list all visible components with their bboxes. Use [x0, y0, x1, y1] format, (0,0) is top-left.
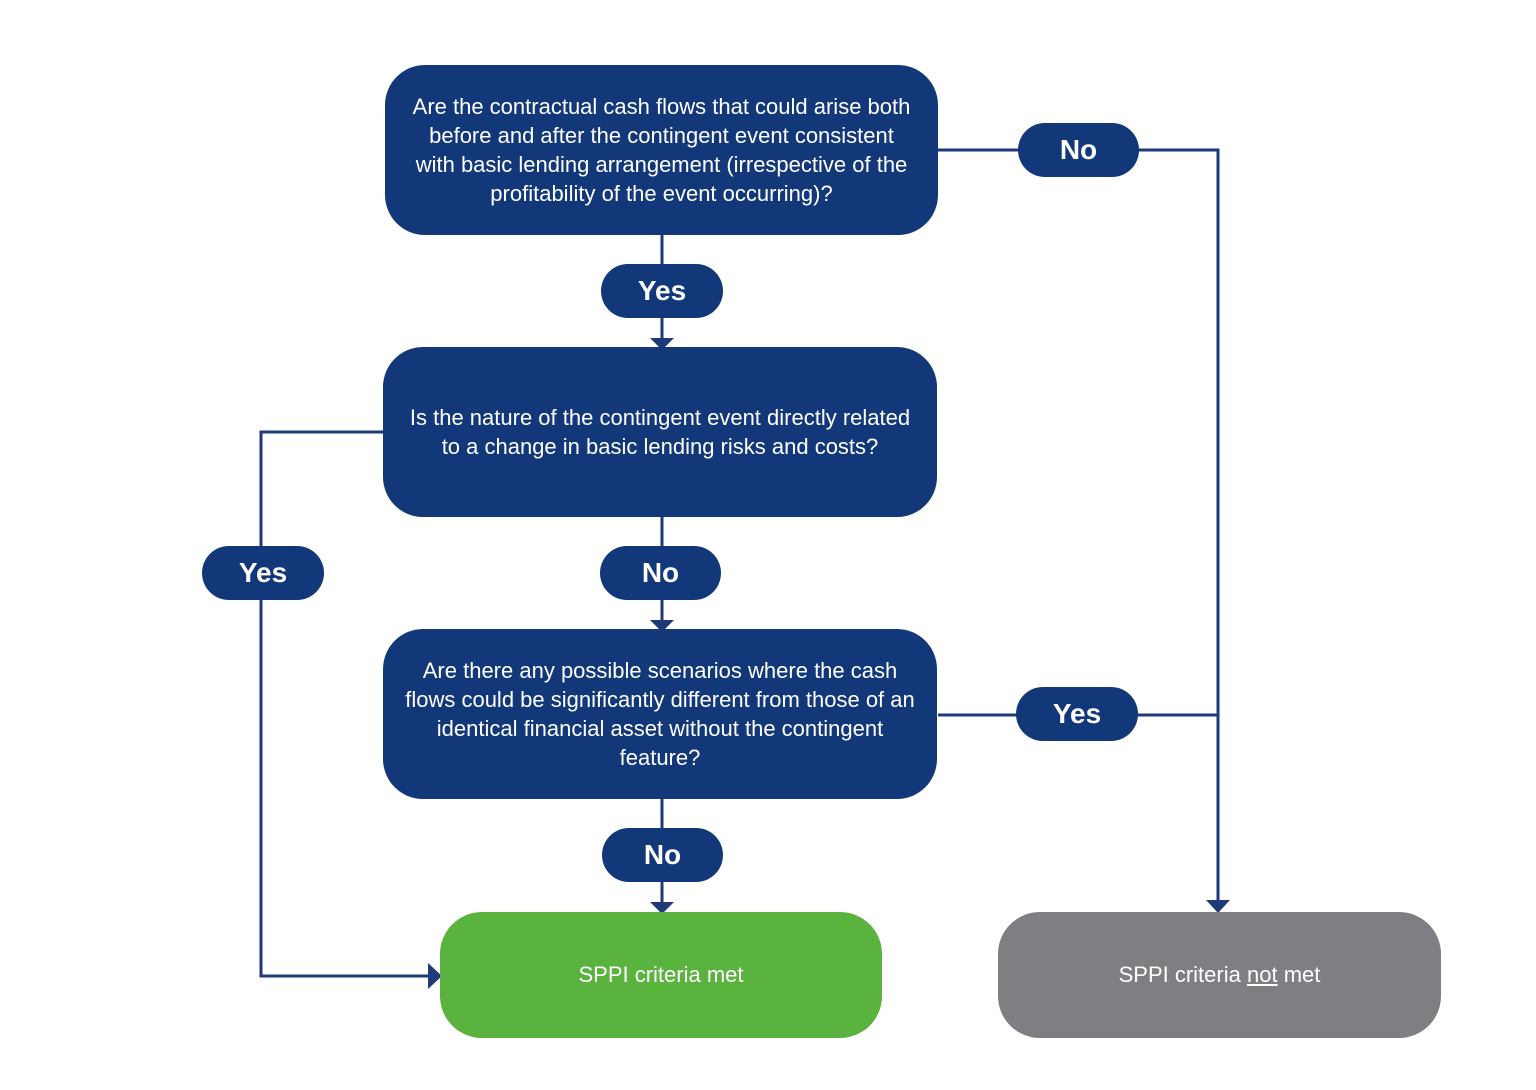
arrowhead-to-not-met [1206, 900, 1230, 913]
question-2-box: Is the nature of the contingent event di… [383, 347, 937, 517]
q3-no-label: No [602, 828, 723, 882]
outcome-criteria-met-text: SPPI criteria met [578, 962, 744, 987]
q3-yes-label: Yes [1016, 687, 1138, 741]
outcome-not-met-emphasis: not [1246, 962, 1278, 987]
outcome-criteria-met: SPPI criteria met [440, 912, 882, 1038]
q2-yes-label: Yes [202, 546, 324, 600]
arrowhead-to-q3 [650, 620, 674, 632]
q1-yes-label: Yes [601, 264, 723, 318]
connector-q2-yes-to-met [259, 430, 432, 978]
q2-no-label: No [600, 546, 721, 600]
outcome-not-met-suffix: met [1283, 962, 1321, 987]
arrowhead-to-met-left [428, 963, 442, 989]
arrowhead-to-met-top [650, 902, 674, 914]
outcome-not-met-prefix: SPPI criteria [1118, 962, 1241, 987]
question-2-text: Is the nature of the contingent event di… [409, 405, 911, 459]
question-1-box: Are the contractual cash flows that coul… [385, 65, 938, 235]
arrowhead-to-q2 [650, 338, 674, 350]
question-3-text: Are there any possible scenarios where t… [405, 658, 915, 770]
question-3-box: Are there any possible scenarios where t… [383, 629, 937, 799]
outcome-criteria-not-met: SPPI criteria not met [998, 912, 1441, 1038]
connector-q1-no-to-not-met [938, 148, 1220, 902]
question-1-text: Are the contractual cash flows that coul… [412, 94, 911, 206]
q1-no-label: No [1018, 123, 1139, 177]
outcome-criteria-not-met-text: SPPI criteria not met [1119, 962, 1321, 988]
